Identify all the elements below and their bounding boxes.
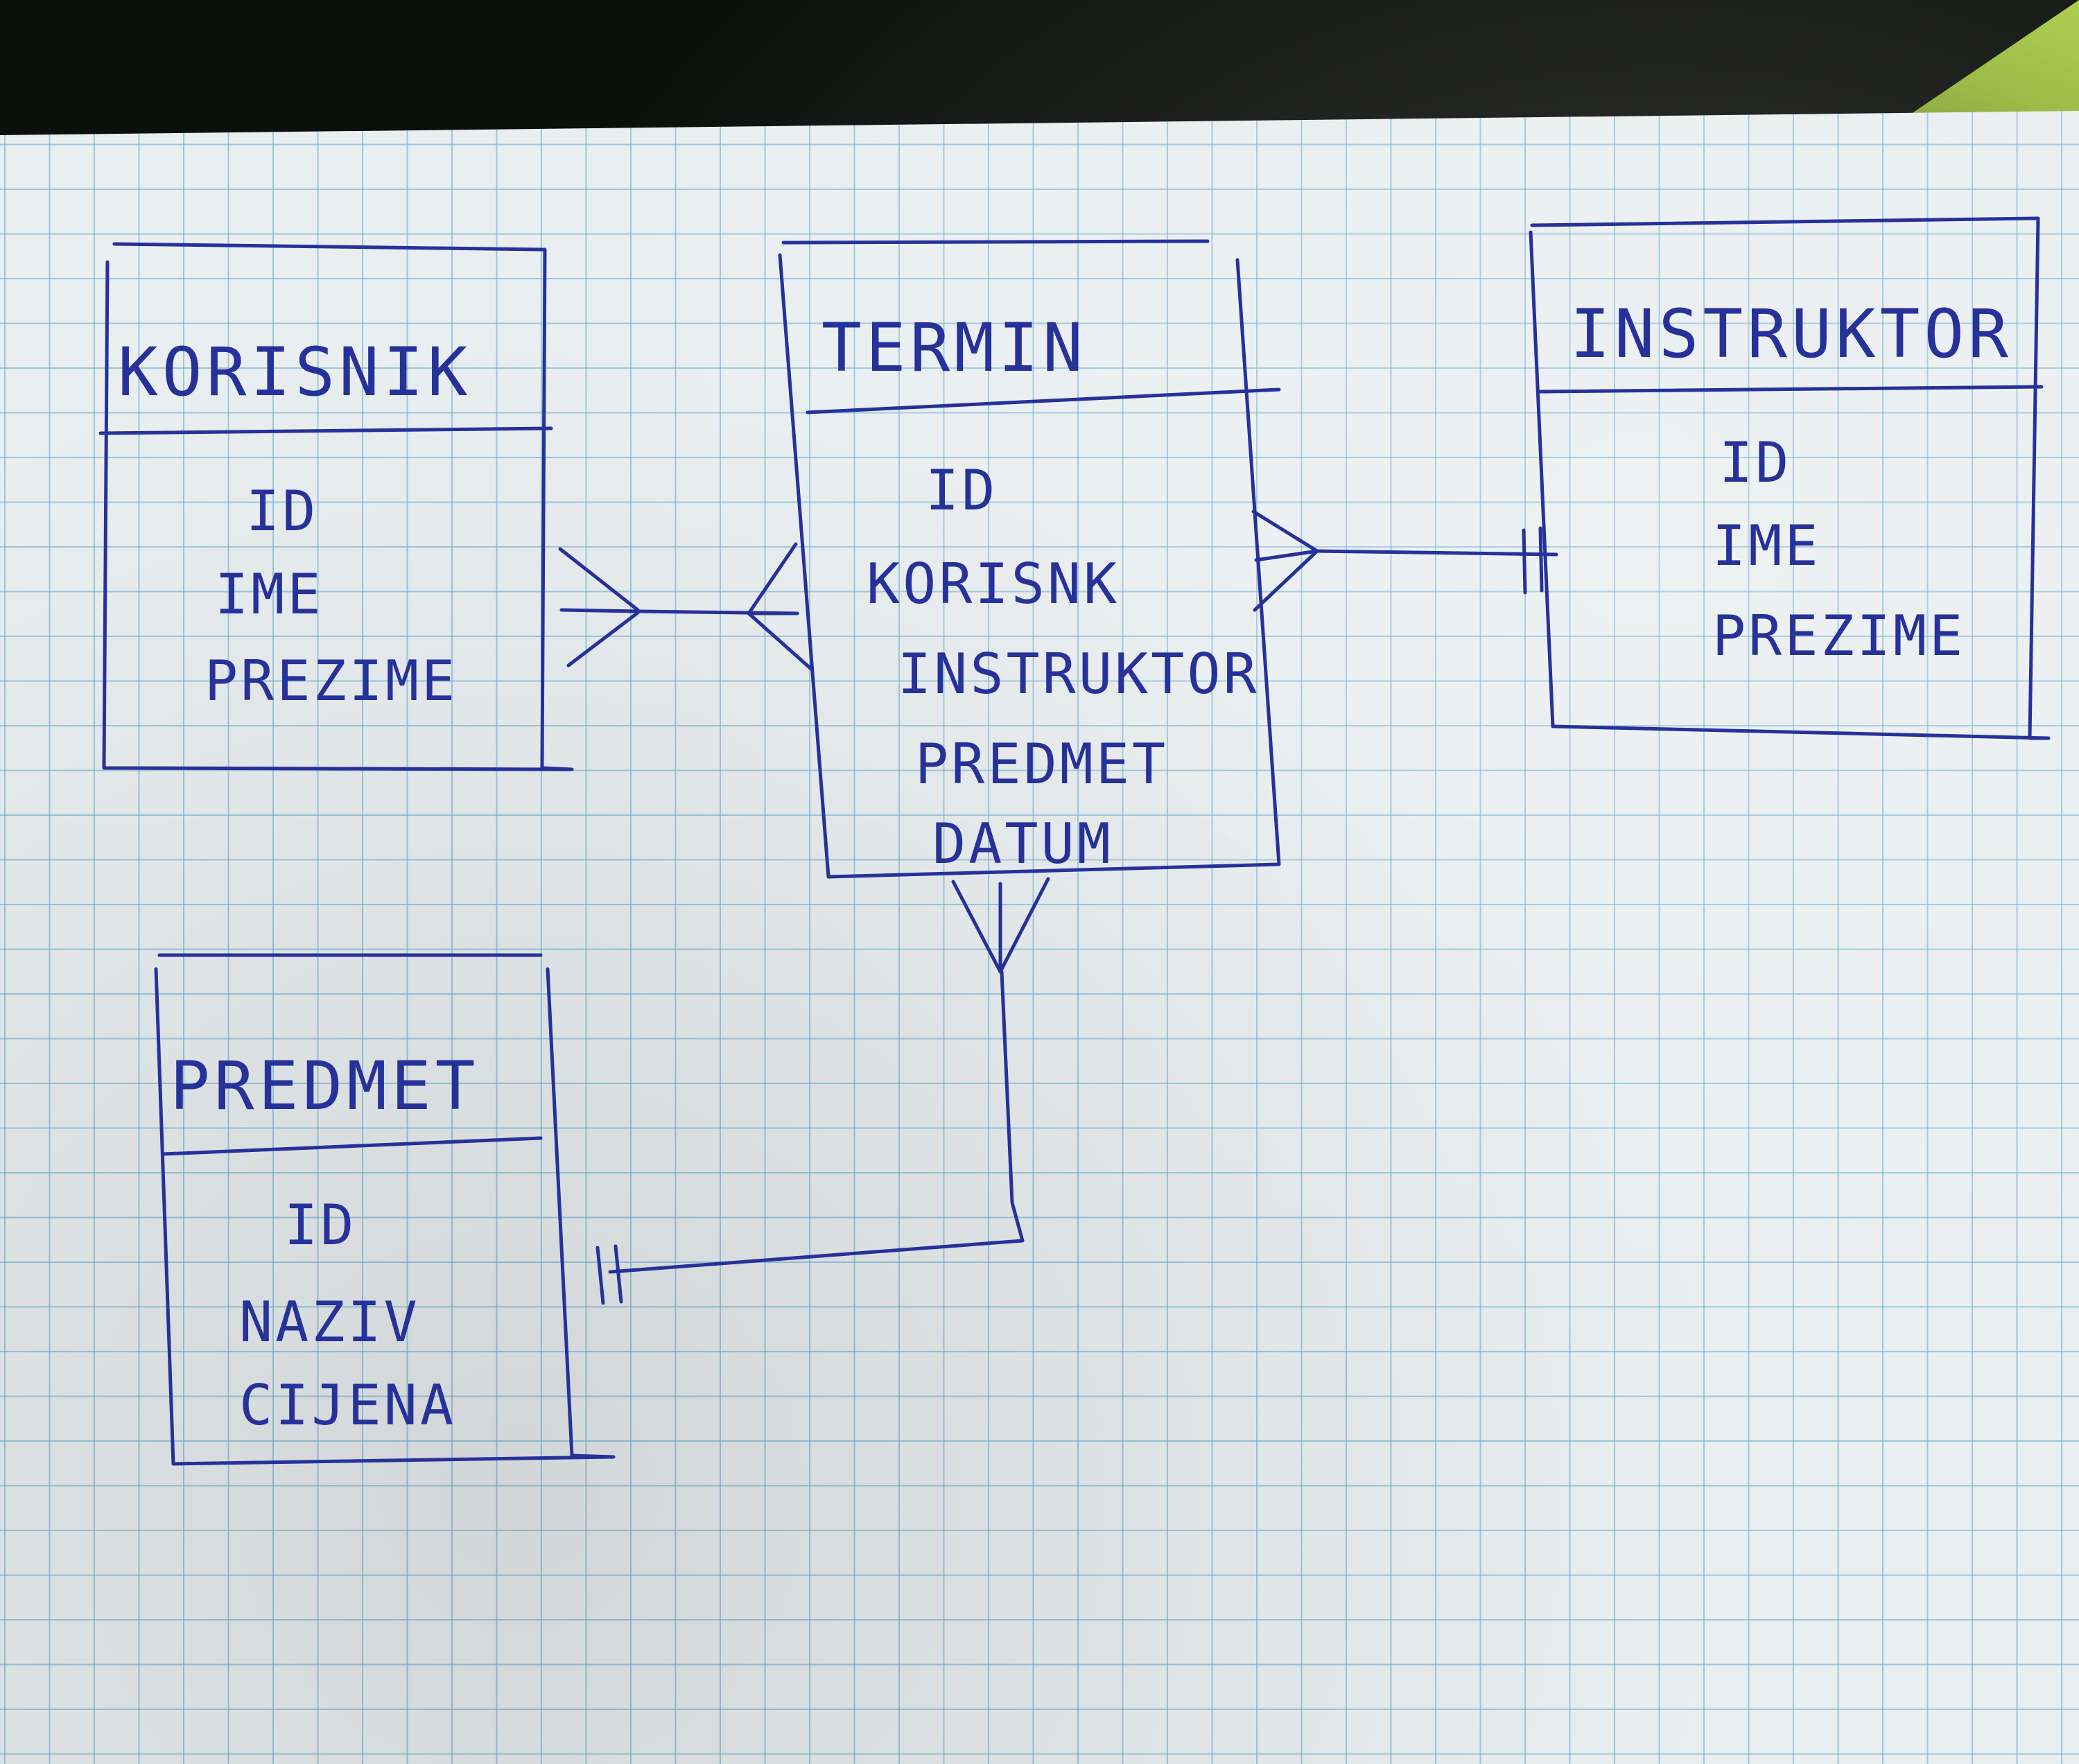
entity-predmet-box <box>154 967 616 1466</box>
relationship-korisnik-termin <box>558 542 813 671</box>
entity-instruktor: INSTRUKTOR ID IME PREZIME <box>1529 216 2051 740</box>
entity-korisnik-title: KORISNIK <box>118 333 471 411</box>
termin-attr-korisnk: KORISNK <box>867 552 1120 616</box>
entity-korisnik-divider <box>98 426 553 435</box>
entity-instruktor-box <box>1529 216 2051 740</box>
entity-predmet-divider <box>161 1136 543 1156</box>
entity-termin-divider <box>806 387 1281 414</box>
crowfoot-korisnik-end-icon <box>558 547 640 667</box>
entity-korisnik: KORISNIK ID IME PREZIME <box>98 242 574 771</box>
entity-termin-title: TERMIN <box>821 309 1087 387</box>
predmet-attr-cijena: CIJENA <box>239 1373 456 1438</box>
termin-attr-datum: DATUM <box>932 812 1113 876</box>
korisnik-attr-ime: IME <box>215 562 324 627</box>
relationship-termin-instruktor <box>1251 509 1558 612</box>
instruktor-attr-id: ID <box>1719 430 1791 495</box>
relationship-termin-predmet <box>595 877 1050 1305</box>
one-mark-predmet-end-icon <box>595 1244 623 1305</box>
entity-predmet: PREDMET ID NAZIV CIJENA <box>154 953 616 1466</box>
entity-predmet-title: PREDMET <box>170 1047 480 1125</box>
entity-instruktor-title: INSTRUKTOR <box>1570 295 2012 373</box>
entity-termin: TERMIN ID KORISNK INSTRUKTOR PREDMET DAT… <box>778 239 1281 879</box>
entity-termin-top-line <box>781 239 1210 245</box>
relationship-termin-instruktor-line <box>1315 549 1558 557</box>
korisnik-attr-prezime: PREZIME <box>205 649 458 713</box>
termin-attr-predmet: PREDMET <box>915 732 1168 796</box>
predmet-attr-id: ID <box>284 1193 356 1257</box>
crowfoot-termin-right-end-icon <box>1251 509 1319 612</box>
crowfoot-termin-bottom-end-icon <box>951 877 1050 974</box>
termin-attr-id: ID <box>925 458 998 523</box>
entity-termin-box <box>778 253 1281 879</box>
crowfoot-termin-left-end-icon <box>747 542 813 671</box>
instruktor-attr-prezime: PREZIME <box>1712 604 1965 668</box>
relationship-termin-predmet-line <box>608 970 1025 1274</box>
entity-instruktor-divider <box>1538 385 2044 394</box>
termin-attr-instruktor: INSTRUKTOR <box>898 642 1260 706</box>
instruktor-attr-ime: IME <box>1712 514 1821 578</box>
one-mark-instruktor-end-icon <box>1522 526 1544 595</box>
predmet-attr-naziv: NAZIV <box>239 1290 420 1354</box>
entity-korisnik-box <box>102 242 574 771</box>
korisnik-attr-id: ID <box>246 479 318 543</box>
